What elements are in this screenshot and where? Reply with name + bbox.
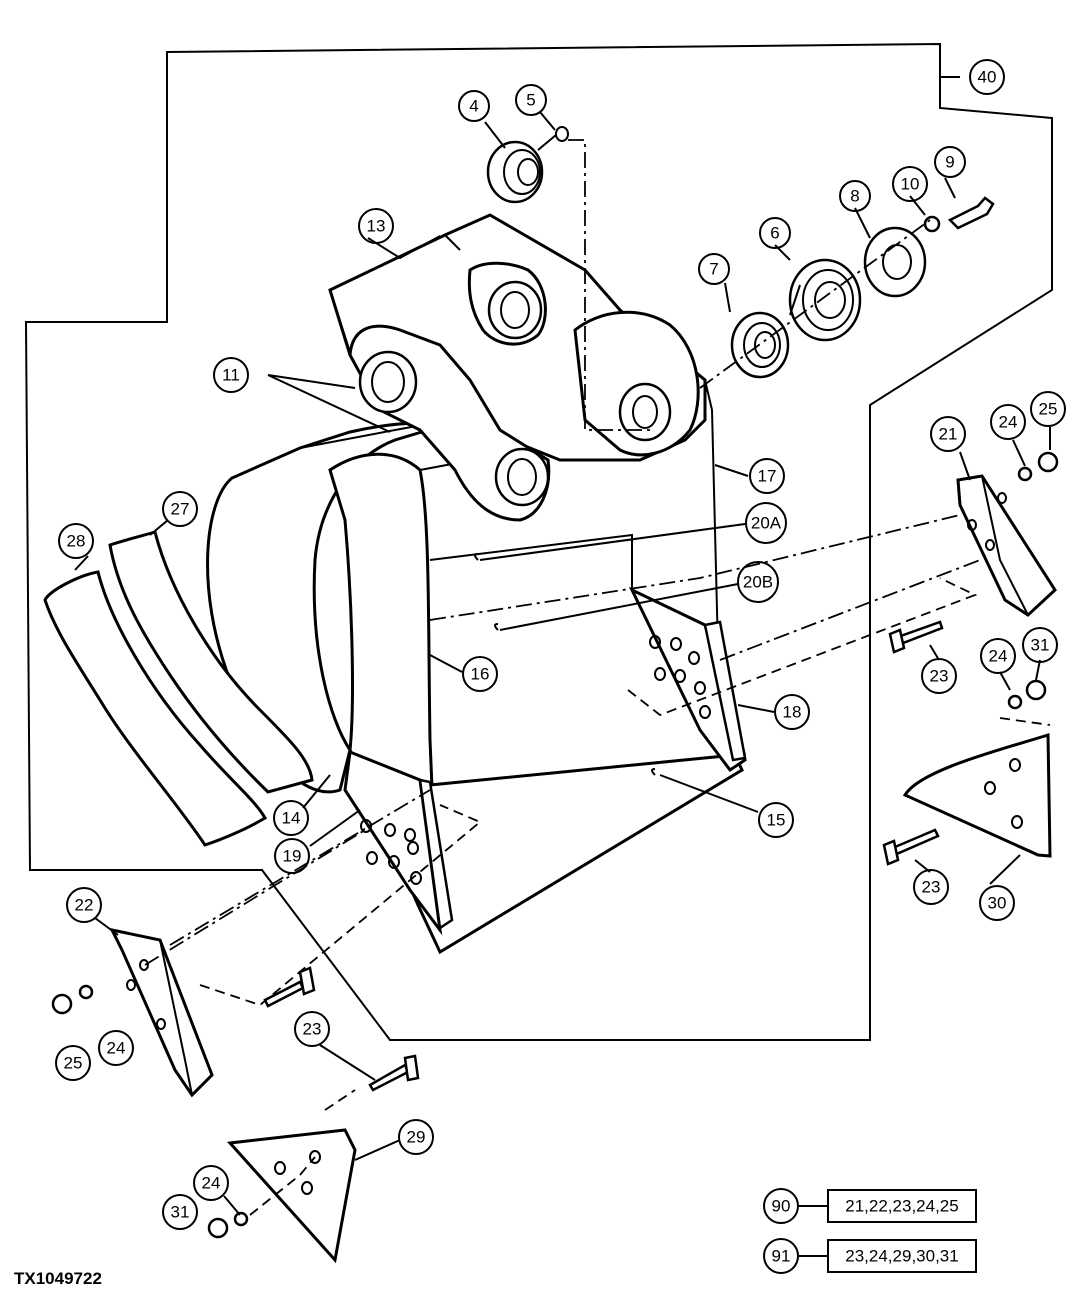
callout-24-c: 24 (98, 1030, 134, 1066)
bucket-body (206, 379, 747, 955)
svg-text:31: 31 (171, 1203, 190, 1222)
wear-strips (43, 530, 314, 847)
svg-text:15: 15 (767, 811, 786, 830)
bolts-23 (263, 620, 944, 1092)
callout-11: 11 (213, 357, 249, 393)
leader-lines (74, 76, 1051, 1216)
callout-25-b: 25 (55, 1045, 91, 1081)
svg-text:20A: 20A (751, 514, 782, 533)
figure-id: TX1049722 (14, 1269, 102, 1288)
svg-text:28: 28 (67, 532, 86, 551)
svg-text:9: 9 (945, 153, 954, 172)
svg-text:90: 90 (772, 1197, 791, 1216)
svg-text:27: 27 (171, 500, 190, 519)
svg-text:31: 31 (1031, 636, 1050, 655)
group-outline-40 (24, 42, 1053, 1041)
callout-25-a: 25 (1030, 391, 1066, 427)
callout-9: 9 (934, 146, 966, 178)
svg-text:23: 23 (922, 878, 941, 897)
svg-text:23: 23 (930, 667, 949, 686)
svg-text:17: 17 (758, 467, 777, 486)
group-90-parts: 21,22,23,24,25 (845, 1197, 958, 1216)
svg-text:4: 4 (469, 97, 478, 116)
group-box-90: 90 21,22,23,24,25 (763, 1188, 977, 1224)
pin-parts-top (486, 126, 995, 431)
svg-text:40: 40 (978, 68, 997, 87)
svg-text:16: 16 (471, 665, 490, 684)
svg-text:22: 22 (75, 896, 94, 915)
corner-plate-29 (207, 1128, 357, 1264)
callout-23-c: 23 (294, 1011, 330, 1047)
svg-text:18: 18 (783, 703, 802, 722)
svg-text:23: 23 (303, 1020, 322, 1039)
group-box-91: 91 23,24,29,30,31 (763, 1238, 977, 1274)
callout-27: 27 (162, 491, 198, 527)
callout-24-b: 24 (980, 638, 1016, 674)
callout-22: 22 (66, 887, 102, 923)
svg-text:21: 21 (939, 425, 958, 444)
svg-text:20B: 20B (743, 573, 773, 592)
callout-13: 13 (358, 208, 394, 244)
callout-4: 4 (458, 90, 490, 122)
svg-text:8: 8 (850, 187, 859, 206)
callout-10: 10 (892, 166, 928, 202)
svg-text:24: 24 (202, 1174, 221, 1193)
callout-23-b: 23 (913, 869, 949, 905)
callout-7: 7 (698, 253, 730, 285)
callout-29: 29 (398, 1119, 434, 1155)
svg-text:24: 24 (107, 1039, 126, 1058)
svg-text:24: 24 (989, 647, 1008, 666)
svg-text:11: 11 (222, 366, 240, 385)
holes-left-mount (360, 819, 422, 885)
callout-16: 16 (462, 656, 498, 692)
svg-text:10: 10 (901, 175, 920, 194)
group-91-parts: 23,24,29,30,31 (845, 1247, 958, 1266)
svg-text:30: 30 (988, 894, 1007, 913)
callout-17: 17 (749, 458, 785, 494)
callout-19: 19 (274, 838, 310, 874)
callout-20A: 20A (745, 502, 787, 544)
svg-text:5: 5 (526, 91, 535, 110)
svg-text:24: 24 (999, 413, 1018, 432)
holes-right-mount (649, 635, 711, 719)
side-cutter-22 (51, 927, 214, 1098)
callout-15: 15 (758, 802, 794, 838)
callout-28: 28 (58, 523, 94, 559)
svg-text:19: 19 (283, 847, 302, 866)
callout-31-a: 31 (1022, 627, 1058, 663)
svg-text:7: 7 (709, 260, 718, 279)
svg-text:25: 25 (64, 1054, 83, 1073)
corner-plate-30 (902, 679, 1052, 858)
mounting-bracket (328, 213, 707, 522)
side-cutter-21 (956, 451, 1059, 617)
callout-24-a: 24 (990, 404, 1026, 440)
svg-text:25: 25 (1039, 400, 1058, 419)
callout-21: 21 (930, 416, 966, 452)
svg-text:6: 6 (770, 224, 779, 243)
svg-text:91: 91 (772, 1247, 791, 1266)
svg-text:29: 29 (407, 1128, 426, 1147)
callout-6: 6 (759, 217, 791, 249)
callout-8: 8 (839, 180, 871, 212)
callout-5: 5 (515, 84, 547, 116)
callout-18: 18 (774, 694, 810, 730)
assembly-lines (144, 514, 1051, 1216)
callouts: 4 5 40 9 10 8 13 6 7 11 21 24 25 17 20A … (55, 59, 1066, 1230)
callout-24-d: 24 (193, 1165, 229, 1201)
callout-40: 40 (969, 59, 1005, 95)
callout-31-b: 31 (162, 1194, 198, 1230)
callout-14: 14 (273, 800, 309, 836)
callout-20B: 20B (737, 561, 779, 603)
svg-text:14: 14 (282, 809, 301, 828)
callout-30: 30 (979, 885, 1015, 921)
callout-23-a: 23 (921, 658, 957, 694)
svg-text:13: 13 (367, 217, 386, 236)
